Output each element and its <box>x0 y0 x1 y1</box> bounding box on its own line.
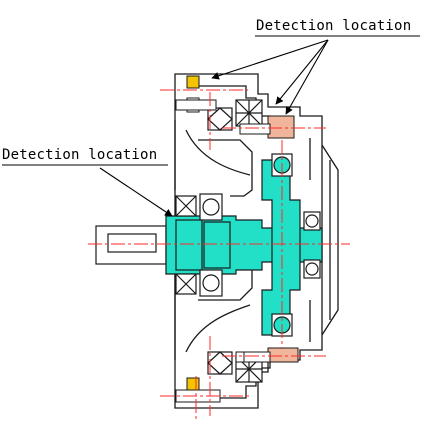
leader-arrow <box>275 39 329 105</box>
center-lines <box>88 89 350 420</box>
bearing-ball <box>202 198 220 216</box>
bearings <box>175 99 321 383</box>
shaft-collar <box>175 219 203 271</box>
detection-location-label-top: Detection location <box>256 18 412 34</box>
leader-arrow <box>285 39 329 115</box>
sensor-yellow-top <box>186 75 200 89</box>
bolts <box>175 99 271 403</box>
detection-location-label-left: Detection location <box>2 147 158 163</box>
shaft-step <box>203 221 231 269</box>
leader-lines <box>2 35 420 217</box>
bearing-ball <box>305 214 319 228</box>
leader-arrow <box>99 167 173 217</box>
bearing-ball <box>305 262 319 276</box>
leader-arrow <box>211 39 329 80</box>
bearing-ball <box>202 274 220 292</box>
shaft <box>95 159 323 336</box>
sensor-pink-top <box>267 115 295 139</box>
keyway <box>107 233 157 253</box>
sensor-pink-bottom <box>267 347 299 363</box>
